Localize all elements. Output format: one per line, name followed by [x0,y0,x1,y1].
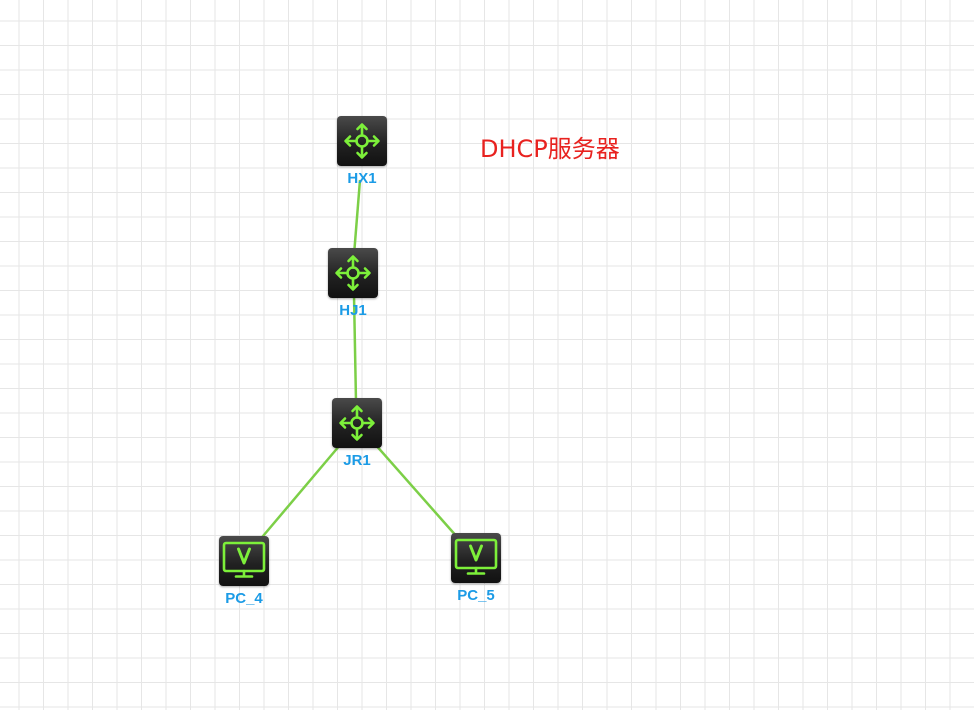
router-icon[interactable] [332,398,382,448]
node-label-pc4: PC_4 [225,590,263,607]
node-label-hx1: HX1 [347,170,377,187]
node-label-hj1: HJ1 [339,302,367,319]
node-label-pc5: PC_5 [457,587,495,604]
router-icon[interactable] [328,248,378,298]
node-label-jr1: JR1 [343,452,371,469]
link-hx1-hj1[interactable] [352,179,362,256]
pc-monitor-icon[interactable] [451,533,501,583]
dhcp-server-annotation[interactable]: DHCP服务器 [480,135,620,163]
router-icon[interactable] [337,116,387,166]
pc-monitor-icon[interactable] [219,536,269,586]
